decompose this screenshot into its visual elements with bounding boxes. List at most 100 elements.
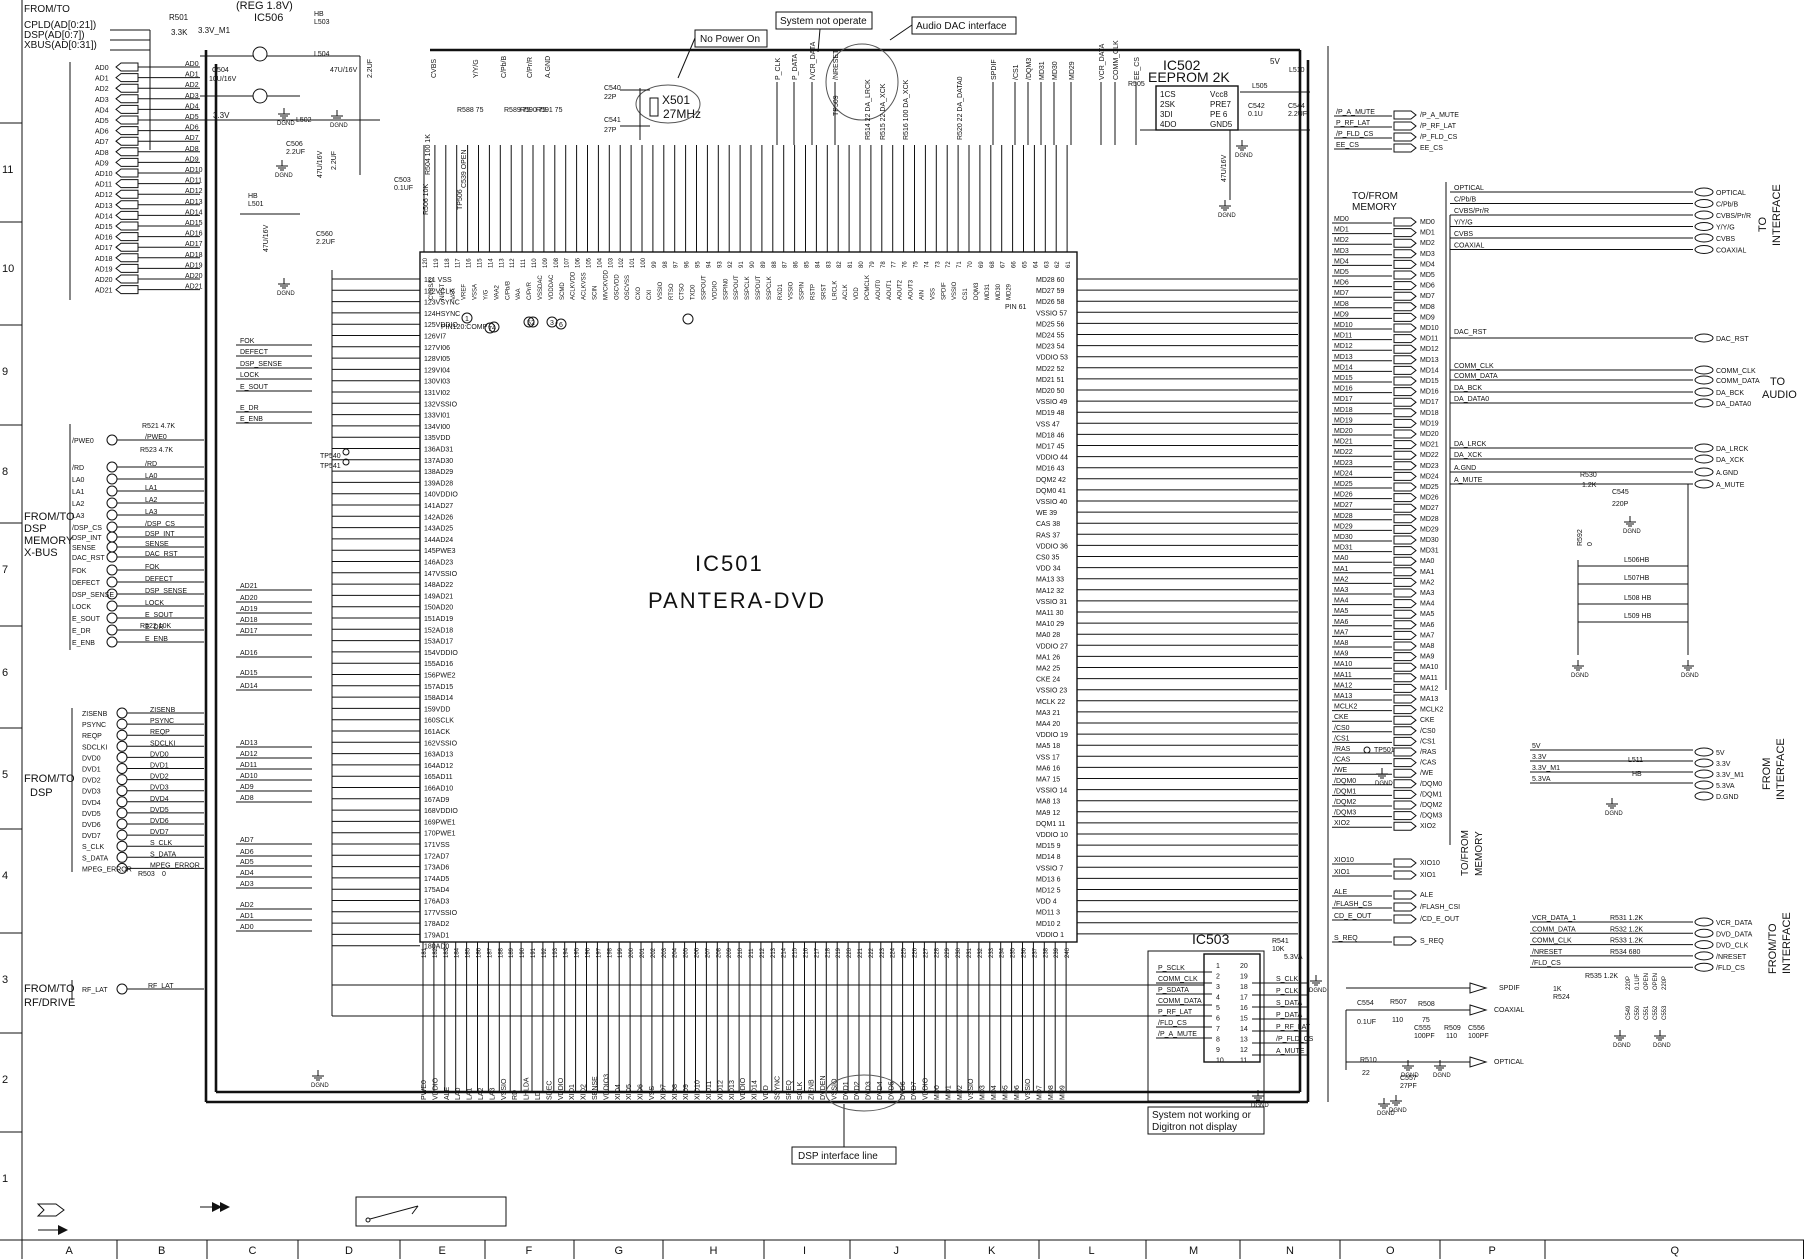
dgnd-symbol: DGND: [277, 278, 295, 297]
mem-out-4: MD4: [1420, 261, 1435, 268]
ft-if-in-4: /FLD_CS: [1532, 960, 1561, 967]
mem-out-41: MA9: [1420, 654, 1435, 661]
ic501-pin-right-22: CAS 38: [1036, 521, 1060, 528]
test-point-circle-5: [523, 316, 535, 328]
mem-in-52: /WE: [1334, 767, 1348, 774]
mem-out-6: MD6: [1420, 283, 1435, 290]
left-ad-out-AD19: AD19: [185, 262, 203, 269]
ic501-pin-left-45: 166AD10: [424, 786, 453, 793]
from-if-in-3: 5.3VA: [1532, 776, 1551, 783]
ic501-pin-left-0: 121 VSS: [424, 277, 452, 284]
svg-text:5V: 5V: [1270, 57, 1280, 66]
r522-label: R522 10K: [140, 623, 171, 630]
ic501-pin-bottom-44: 225: [902, 947, 908, 958]
to-if-in-4: CVBS: [1454, 231, 1473, 238]
ic501-pin-left-34: 155AD16: [424, 661, 453, 668]
dgnd-label: DGND: [1375, 781, 1393, 787]
ic501-top-name-46: VSS: [930, 288, 936, 300]
ic501-pin-right-24: VDDIO 36: [1036, 543, 1068, 550]
ic501-pin-bottom-52: 233: [989, 947, 995, 958]
ic503-left-3: COMM_DATA: [1158, 998, 1202, 1005]
ic501-pin-bottom-28: 209: [727, 947, 733, 958]
l511-label: L511: [1628, 757, 1643, 764]
mem-out-19: MD19: [1420, 420, 1439, 427]
ic501-pin-left-52: 173AD6: [424, 865, 449, 872]
ic501-pin-right-12: MD19 48: [1036, 410, 1065, 417]
from-dsp-pin-12: [116, 840, 128, 852]
mem-in-41: MA9: [1334, 651, 1349, 658]
svg-text:C/Pb/B: C/Pb/B: [501, 55, 508, 78]
ic501-pin-right-29: VSSIO 31: [1036, 599, 1067, 606]
grid-col-N: N: [1286, 1245, 1294, 1257]
from-dsp-out-3: SDCLKI: [150, 740, 175, 747]
left-ad-out-AD17: AD17: [185, 241, 203, 248]
ft-if-connector-2: [1694, 940, 1714, 950]
ic501-pin-top-19: 101: [630, 257, 636, 268]
l506-label: L506HB: [1624, 557, 1650, 564]
test-point-number-6: 6: [559, 322, 563, 329]
ft-if-cap-1: C550: [1635, 1005, 1641, 1020]
mem-connector-19: [1393, 418, 1417, 428]
to-interface-label-1: INTERFACE: [1771, 184, 1783, 246]
from-dsp-in-12: S_CLK: [82, 844, 105, 851]
ic501-bottom-name-21: XIO7: [660, 1084, 667, 1100]
ic501-bottom-name-31: SSYNC: [774, 1076, 781, 1100]
mem-connector-9: [1393, 312, 1417, 322]
dgnd-symbol: DGND: [1389, 1095, 1407, 1114]
from-dsp-out-1: PSYNC: [150, 718, 174, 725]
ic501-bottom-name-1: VDDIO: [432, 1077, 439, 1100]
bus-xbus: XBUS(AD[0:31]): [24, 40, 97, 51]
from-if-connector-4: [1694, 791, 1714, 801]
grid-row-8: 8: [2, 466, 8, 478]
ic501-pin-bottom-58: 239: [1054, 947, 1060, 958]
ic501-pin-top-27: 93: [717, 261, 723, 268]
dsp-mem-in-16: E_ENB: [72, 640, 95, 647]
dsp-mem-pin-5: [106, 509, 118, 521]
ic501-pin-left-1: 122VCLK: [424, 288, 454, 295]
video-output-resistors: CVBS Y/Y/G C/Pb/B C/Pr/R A.GND R588 75 R…: [320, 55, 840, 470]
dgnd-label: DGND: [311, 1083, 329, 1089]
mem-connector-57: [1393, 821, 1417, 831]
from-dsp-out-9: DVD5: [150, 807, 169, 814]
ic501-top-name-48: VSSIO: [952, 281, 958, 300]
ic501-pin-bottom-40: 221: [858, 947, 864, 958]
inner-ad-6: AD15: [240, 670, 258, 677]
ic501-pin-bottom-29: 210: [738, 947, 744, 958]
ic501-pin-right-10: MD20 50: [1036, 388, 1065, 395]
ic501-pin-right-33: VDDIO 27: [1036, 643, 1068, 650]
ic501-pin-top-8: 112: [510, 258, 516, 268]
ic501-pin-right-11: VSSIO 49: [1036, 399, 1067, 406]
r541-label: R541: [1272, 938, 1289, 945]
from-dsp-out-10: DVD6: [150, 818, 169, 825]
left-ad-out-AD2: AD2: [185, 82, 199, 89]
ic503-num-right-7: 13: [1240, 1037, 1248, 1044]
left-ad-connector-AD10: [115, 168, 139, 178]
mem-connector-50: [1393, 747, 1417, 757]
ic501-bottom-name-25: XIO11: [706, 1081, 713, 1100]
ic501-pin-top-2: 118: [445, 258, 451, 268]
ic501-bottom-name-42: DVD6: [900, 1081, 907, 1100]
r509-label: R509: [1444, 1025, 1461, 1032]
mem-connector-49: [1393, 736, 1417, 746]
ic501-bottom-name-35: DVDEN: [820, 1075, 827, 1100]
from-if-out-2: 3.3V_M1: [1716, 772, 1744, 779]
mem-out-47: CKE: [1420, 717, 1435, 724]
ic501-pin-bottom-11: 192: [542, 947, 548, 958]
mem2-in-4: CD_E_OUT: [1334, 913, 1372, 920]
ic501-pin-bottom-43: 224: [891, 947, 897, 958]
ic501-bottom-name-5: LA2: [478, 1087, 485, 1100]
ic501-pin-top-41: 79: [870, 261, 876, 268]
ic501-pin-top-28: 92: [728, 261, 734, 268]
dsp-mem-in-2: LA0: [72, 477, 85, 484]
ic501-pin-top-36: 84: [815, 261, 821, 268]
ic501-pin-left-49: 170PWE1: [424, 831, 456, 838]
ft-if-resistor-1: R532 1.2K: [1610, 926, 1643, 933]
dsp-mem-out-2: LA0: [145, 473, 158, 480]
ic501-pin-bottom-24: 205: [684, 947, 690, 958]
ic501-top-name-29: SSPCLK: [745, 276, 751, 300]
ic501-pin-left-46: 167AD9: [424, 797, 449, 804]
ic501-pin-top-25: 95: [696, 261, 702, 268]
ic501-pin-right-31: MA10 29: [1036, 621, 1064, 628]
from-dsp-in-11: DVD7: [82, 833, 101, 840]
